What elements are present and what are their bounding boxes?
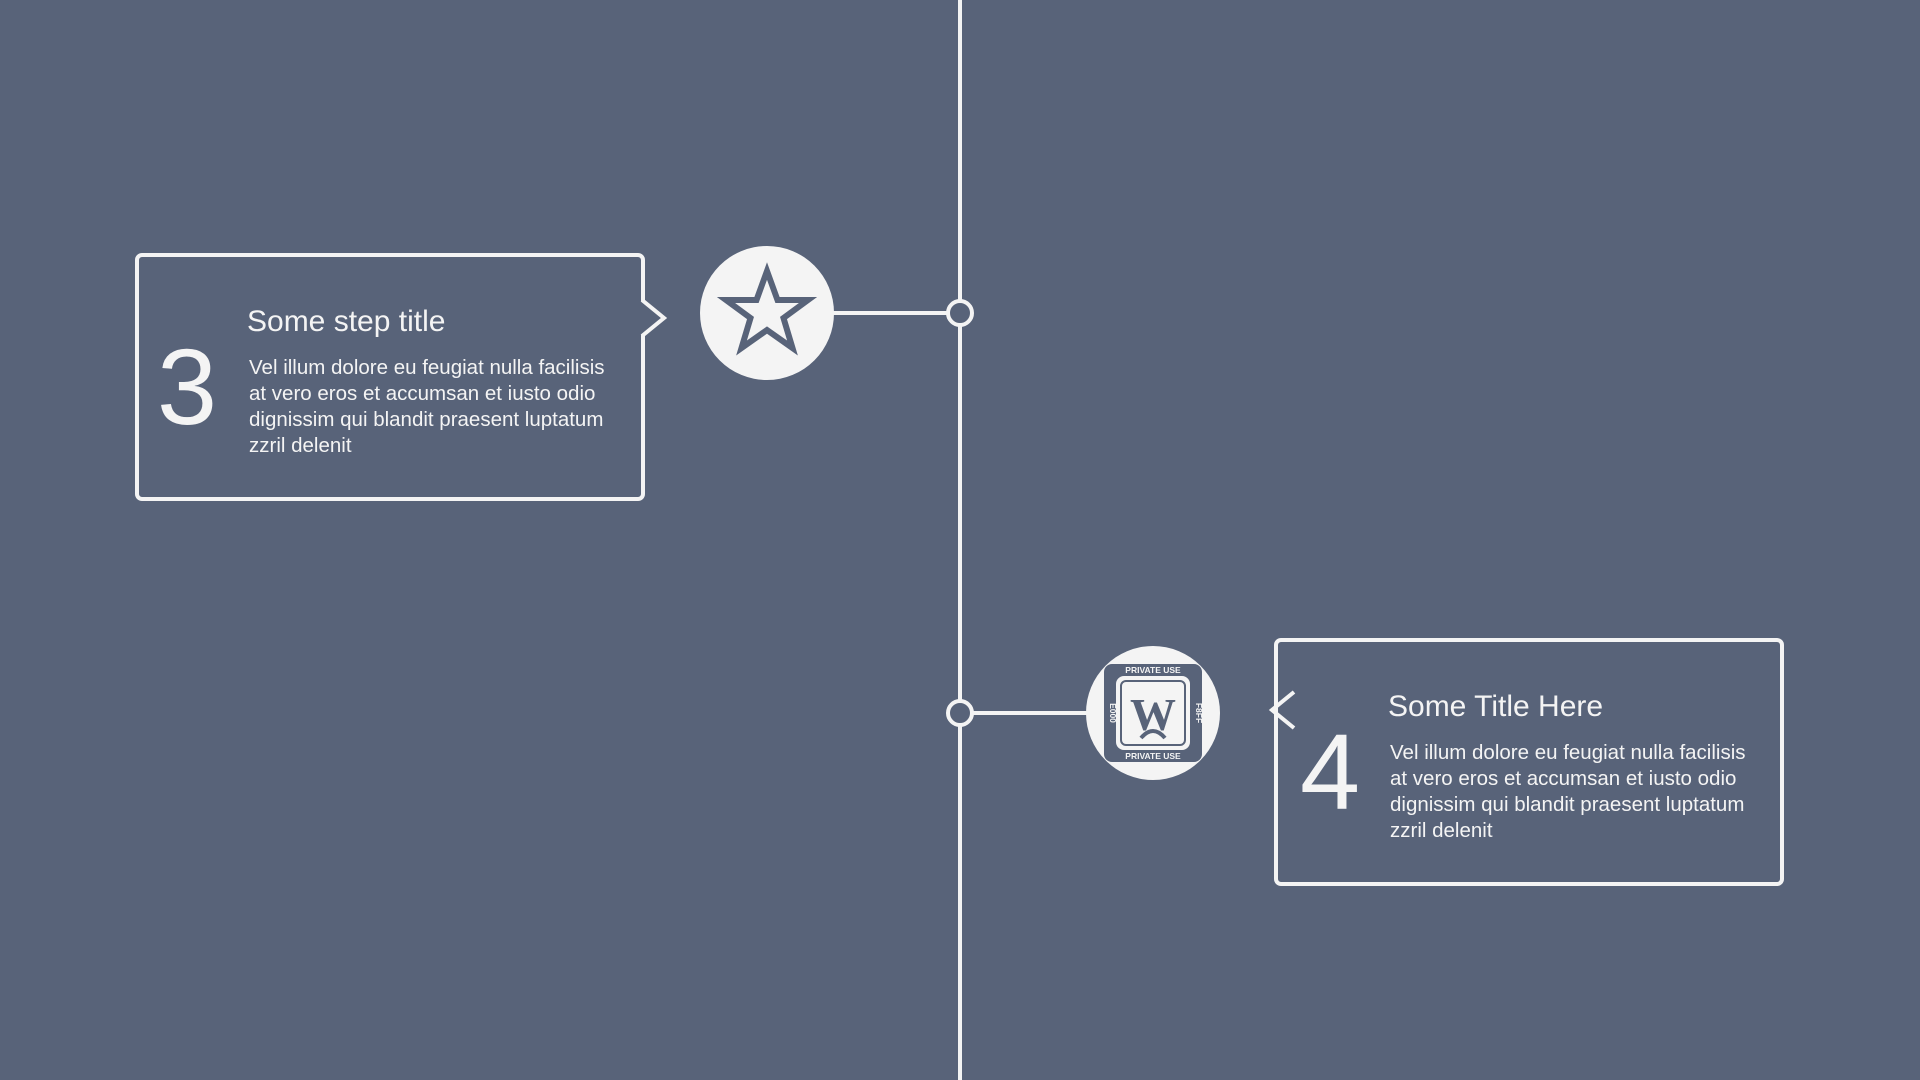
step-4-timeline-node (946, 699, 974, 727)
step-4-callout: 4 Some Title Here Vel illum dolore eu fe… (1274, 638, 1784, 886)
step-4-number: 4 (1300, 711, 1361, 832)
private-use-bottom-label: PRIVATE USE (1125, 751, 1181, 761)
step-3-title: Some step title (247, 305, 446, 338)
step-3-connector (832, 311, 952, 315)
timeline-line (958, 0, 962, 1080)
step-4-body: Vel illum dolore eu feugiat nulla facili… (1390, 741, 1746, 842)
step-4-callout-pointer (1268, 690, 1296, 730)
private-use-glyph-icon: PRIVATE USE PRIVATE USE E000 F8FF W (1104, 664, 1204, 762)
step-4-connector (972, 711, 1088, 715)
private-use-right-label: F8FF (1194, 703, 1204, 723)
private-use-left-label: E000 (1108, 703, 1118, 723)
step-4-icon-badge: PRIVATE USE PRIVATE USE E000 F8FF W (1086, 646, 1220, 780)
step-3-timeline-node (946, 299, 974, 327)
private-use-top-label: PRIVATE USE (1125, 665, 1181, 675)
step-3-icon-badge (700, 246, 834, 380)
star-outline-icon (716, 262, 818, 356)
step-3-callout-pointer (640, 298, 668, 338)
step-3-body: Vel illum dolore eu feugiat nulla facili… (249, 356, 605, 457)
step-3-number: 3 (157, 326, 218, 447)
step-3-callout: 3 Some step title Vel illum dolore eu fe… (135, 253, 645, 501)
step-4-title: Some Title Here (1388, 690, 1604, 723)
